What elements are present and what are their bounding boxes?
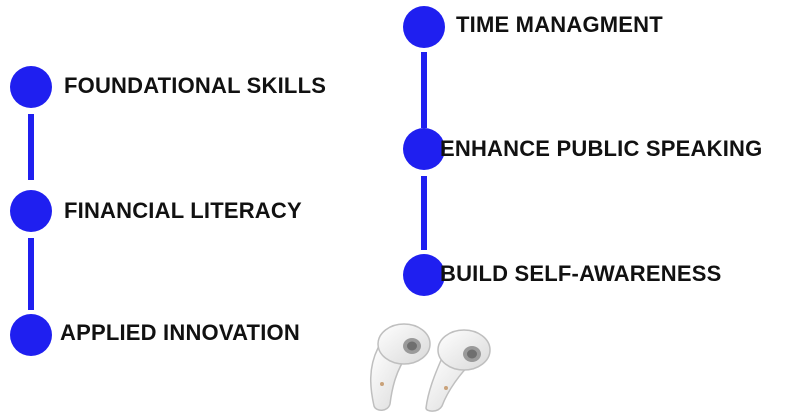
node-dot-enhance-public-speaking xyxy=(403,128,445,170)
node-label-enhance-public-speaking: ENHANCE PUBLIC SPEAKING xyxy=(440,136,763,161)
connector-line xyxy=(421,52,427,128)
node-label-time-managment: TIME MANAGMENT xyxy=(456,12,663,37)
connector-line xyxy=(28,114,34,180)
node-dot-build-self-awareness xyxy=(403,254,445,296)
earbuds-icon xyxy=(370,323,491,412)
connector-line xyxy=(421,176,427,250)
node-label-applied-innovation: APPLIED INNOVATION xyxy=(60,320,300,345)
node-dot-time-managment xyxy=(403,6,445,48)
node-label-financial-literacy: FINANCIAL LITERACY xyxy=(64,198,302,223)
node-dot-financial-literacy xyxy=(10,190,52,232)
node-dot-applied-innovation xyxy=(10,314,52,356)
node-dot-foundational-skills xyxy=(10,66,52,108)
node-label-foundational-skills: FOUNDATIONAL SKILLS xyxy=(64,73,327,98)
node-label-build-self-awareness: BUILD SELF-AWARENESS xyxy=(440,261,722,286)
connector-line xyxy=(28,238,34,310)
left-earbud xyxy=(370,323,431,411)
right-earbud xyxy=(425,329,491,412)
